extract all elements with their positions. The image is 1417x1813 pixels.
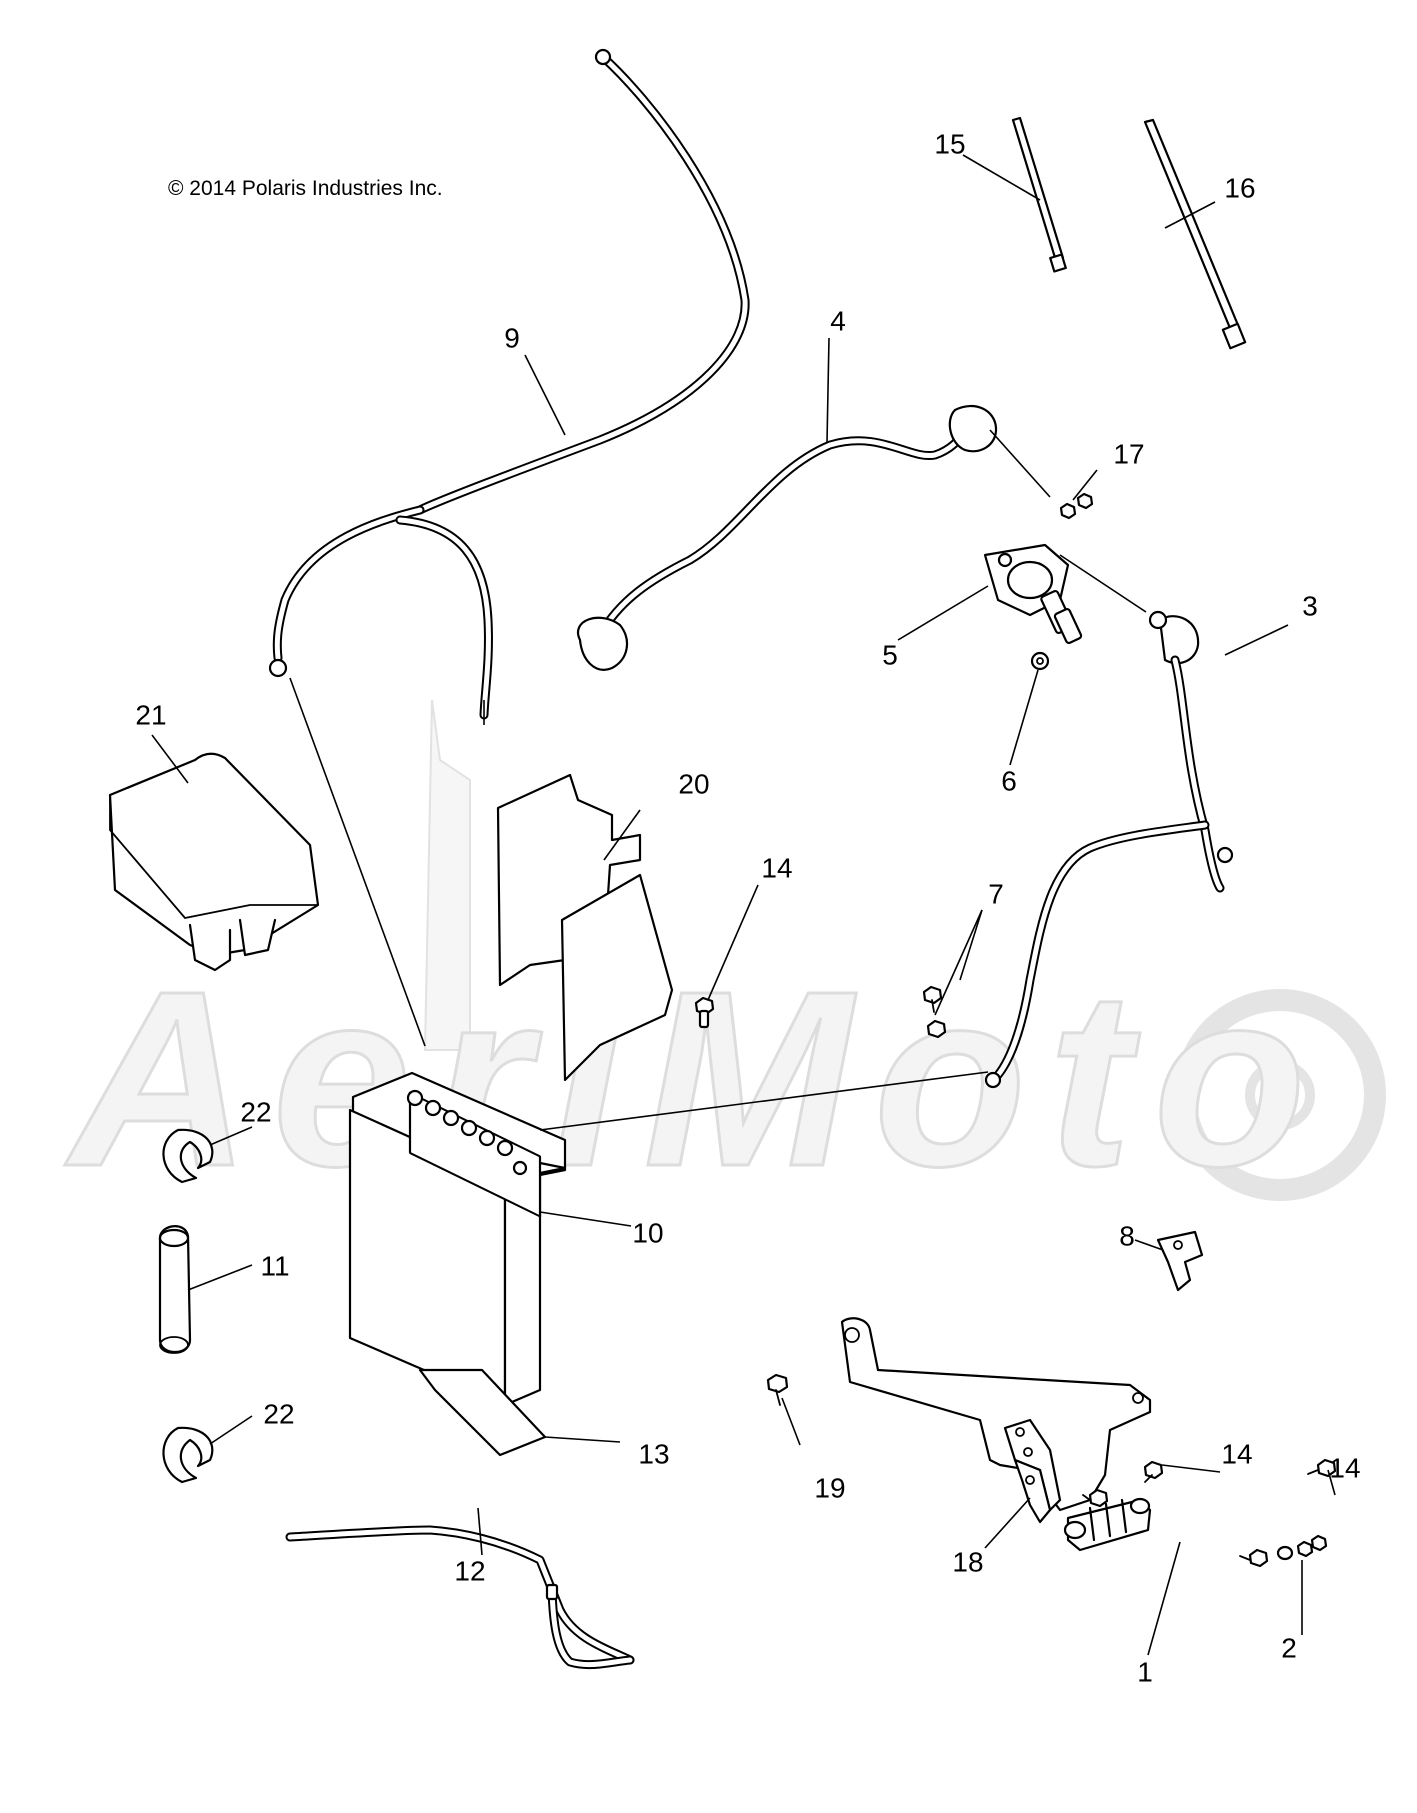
part-19-fastener: [766, 1373, 789, 1406]
callout-14-b: 14: [1221, 1438, 1252, 1469]
callout-10: 10: [632, 1217, 663, 1248]
part-1-terminal-block: [1063, 1497, 1152, 1552]
callout-14-a: 14: [761, 852, 792, 883]
callout-22-b: 22: [263, 1398, 294, 1429]
callout-14-c: 14: [1329, 1452, 1360, 1483]
part-14-screw-b: [1143, 1460, 1164, 1483]
part-14-screw-c: [1307, 1458, 1337, 1478]
callout-3: 3: [1302, 590, 1318, 621]
callout-1: 1: [1137, 1656, 1153, 1687]
copyright-notice: © 2014 Polaris Industries Inc.: [168, 177, 443, 200]
callout-16: 16: [1224, 172, 1255, 203]
part-6-screw: [1030, 651, 1050, 671]
callout-13: 13: [638, 1438, 669, 1469]
callout-11: 11: [260, 1250, 289, 1281]
part-8-clip: [1156, 1230, 1204, 1292]
callout-9: 9: [504, 322, 520, 353]
part-14-screw-e: [1239, 1548, 1269, 1568]
callout-15: 15: [934, 128, 965, 159]
part-7-bolt-nut: [922, 985, 947, 1039]
part-10-battery: [348, 1071, 567, 1407]
part-18-bracket: [840, 1317, 1152, 1524]
callout-22-a: 22: [240, 1096, 271, 1127]
part-9-battery-cable: [268, 48, 750, 725]
part-14-screw-d: [1082, 1488, 1109, 1508]
callout-18: 18: [952, 1546, 983, 1577]
callout-5: 5: [882, 639, 898, 670]
callout-8: 8: [1119, 1220, 1135, 1251]
part-17-nuts: [1059, 492, 1094, 520]
watermark: AeriMoto: [63, 699, 1386, 1220]
part-21-battery-cover: [108, 752, 320, 972]
part-14-screw-a: [694, 996, 715, 1029]
part-4-starter-cable: [576, 404, 998, 671]
callout-20: 20: [678, 768, 709, 799]
part-3-ground-cable: [984, 610, 1234, 1089]
callout-12: 12: [454, 1555, 485, 1586]
part-13-battery-pad: [418, 1368, 547, 1457]
part-22-clip-b: [162, 1426, 214, 1484]
watermark-text: AeriMoto: [64, 939, 1300, 1218]
part-20-heat-shield: [496, 773, 674, 1082]
part-22-clip-a: [162, 1128, 214, 1184]
part-2-nut-washer: [1276, 1534, 1328, 1561]
part-5-starter-solenoid: [983, 543, 1083, 644]
callout-labels: 1 2 3 4 5 6 7 8 9 10 11 12 13 14 14 14 1…: [135, 128, 1360, 1687]
part-16-cable-tie: [1143, 118, 1247, 350]
part-12-cable: [285, 1525, 635, 1670]
callout-2: 2: [1281, 1632, 1297, 1663]
callout-17: 17: [1113, 438, 1144, 469]
callout-21: 21: [135, 699, 166, 730]
callout-7: 7: [988, 878, 1004, 909]
part-15-cable-tie: [1011, 116, 1067, 273]
callout-4: 4: [830, 305, 846, 336]
leader-lines: [151, 154, 1336, 1656]
callout-6: 6: [1001, 765, 1017, 796]
callout-19: 19: [814, 1472, 845, 1503]
part-11-hold-down: [158, 1225, 192, 1354]
